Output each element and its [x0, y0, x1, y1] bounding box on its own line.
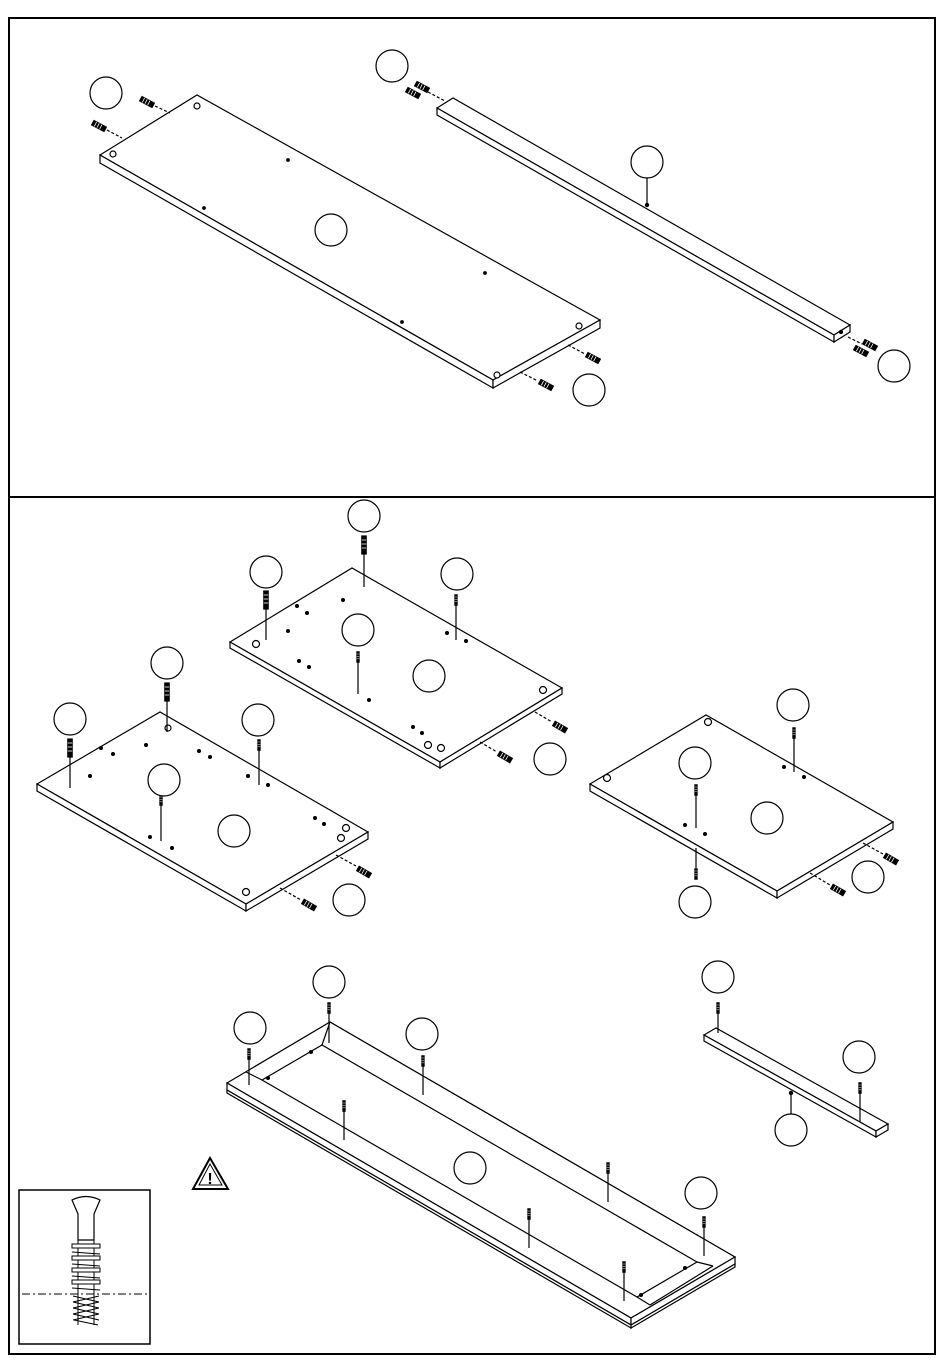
- panel-left: [37, 712, 368, 911]
- callout-circle: [218, 815, 250, 847]
- callout-circle: [342, 614, 374, 646]
- cam-bolt-detail-icon: [19, 1190, 150, 1344]
- callout-circle: [54, 703, 86, 735]
- callout-circle: [333, 884, 365, 916]
- callout-circle: [702, 961, 734, 993]
- callout-circle: [234, 1012, 266, 1044]
- warning-triangle-icon: !: [193, 1158, 228, 1189]
- callout-circle: [631, 146, 663, 178]
- callout-circle: [441, 558, 473, 590]
- panel-center: [230, 568, 562, 768]
- callout-circle: [313, 966, 345, 998]
- callout-circle: [843, 1041, 875, 1073]
- callout-circle: [878, 350, 910, 382]
- callout-circle: [534, 743, 566, 775]
- callout-circle: [751, 802, 783, 834]
- callout-circle: [454, 1152, 486, 1184]
- callout-circle: [679, 886, 711, 918]
- callout-circle: [573, 374, 605, 406]
- callout-circle: [775, 1114, 807, 1146]
- callout-circle: [685, 1177, 717, 1209]
- callout-circle: [90, 77, 122, 109]
- callout-circle: [250, 556, 282, 588]
- callout-circle: [148, 764, 180, 796]
- callout-circle: [151, 647, 183, 679]
- callout-circle: [852, 861, 884, 893]
- panel-right: [590, 715, 893, 898]
- callout-circle: [242, 704, 274, 736]
- warning-glyph: !: [207, 1171, 212, 1188]
- callout-circle: [406, 1018, 438, 1050]
- callout-circle: [376, 50, 408, 82]
- callout-circle: [315, 214, 347, 246]
- step-bottom: [37, 500, 898, 1328]
- step-top: [90, 50, 910, 406]
- callout-circle: [348, 500, 380, 532]
- callout-circle: [413, 660, 445, 692]
- callout-circle: [679, 747, 711, 779]
- callout-circle: [777, 689, 809, 721]
